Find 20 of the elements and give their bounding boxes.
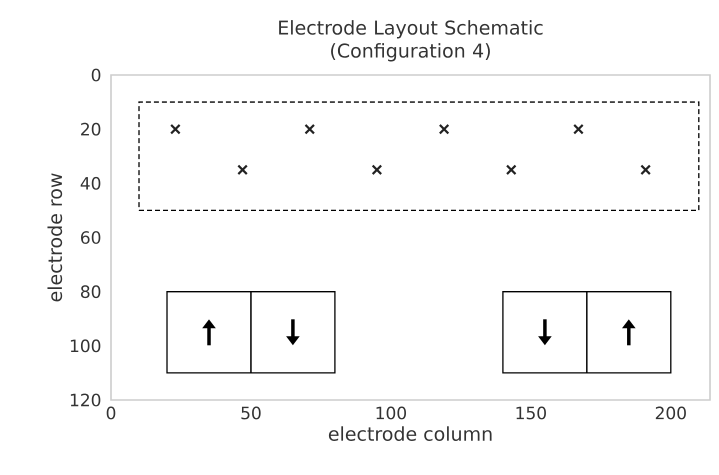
tick-label: 50: [241, 406, 261, 420]
electrode-box: [586, 291, 672, 374]
tick-label: 150: [516, 406, 546, 420]
tick-label: 60: [81, 231, 100, 244]
tick-label: 80: [81, 285, 100, 298]
axis-label: electrode column: [328, 426, 492, 441]
tick-label: 0: [92, 68, 100, 82]
tick-label: 0: [106, 406, 116, 420]
tick-label: 120: [70, 394, 100, 406]
axis-label: electrode row: [47, 173, 62, 302]
chart-title: Electrode Layout Schematic (Configuration 4): [279, 20, 543, 62]
dashed-region: [138, 101, 700, 211]
tick-label: 100: [70, 339, 100, 352]
tick-label: 20: [81, 122, 100, 136]
electrode-box: [250, 291, 336, 374]
tick-label: 40: [80, 176, 100, 190]
tick-label: 100: [376, 406, 406, 420]
electrode-box: [502, 291, 588, 374]
electrode-box: [166, 291, 252, 374]
tick-label: 200: [656, 406, 686, 420]
